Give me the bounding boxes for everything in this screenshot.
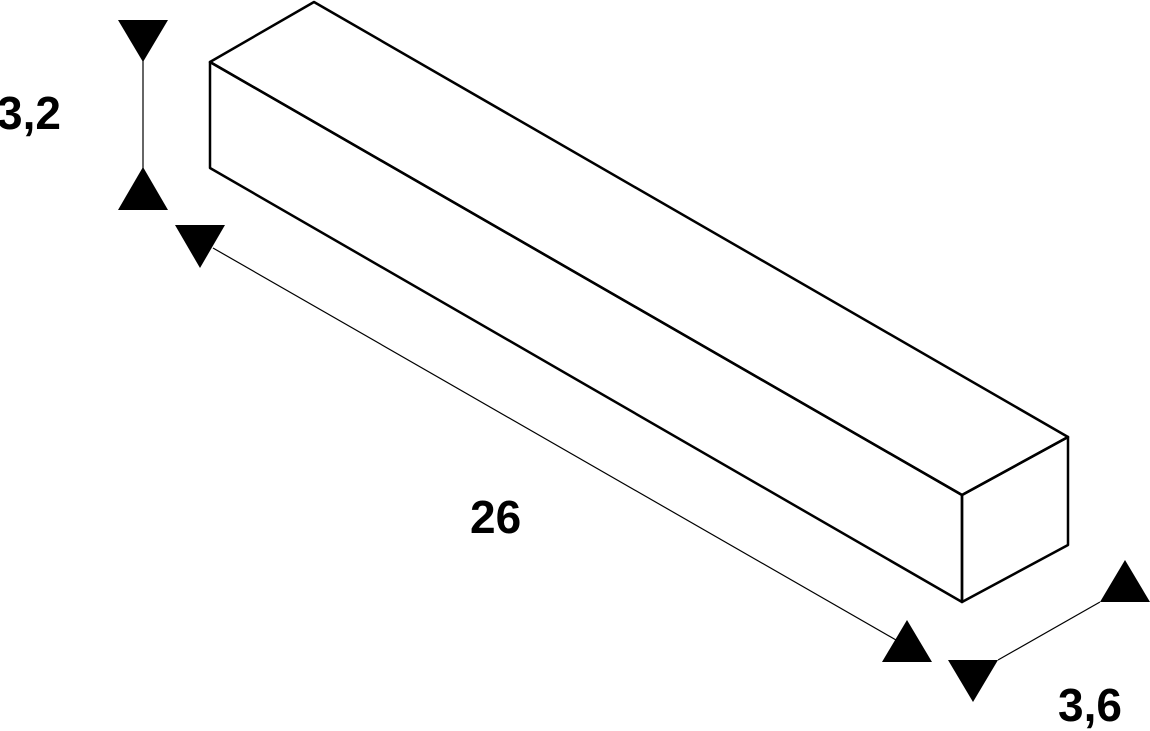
length-dimension-label: 26 [470,491,522,543]
arrow-up-icon [118,167,168,210]
arrow-down-icon [948,660,998,702]
arrow-down-icon [118,20,168,62]
arrow-up-icon [1100,560,1150,602]
bar-outline [208,0,1070,604]
bar-front-face [208,60,964,604]
height-dimension-label: 3,2 [0,87,61,139]
width-dimension [948,560,1150,702]
arrow-down-icon [175,225,225,268]
bar-top-face [208,0,1070,497]
bar-end-face [960,435,1070,604]
height-dimension [118,20,168,210]
width-dimension-label: 3,6 [1058,679,1122,731]
arrow-up-icon [882,620,932,662]
length-dimension [175,225,932,662]
